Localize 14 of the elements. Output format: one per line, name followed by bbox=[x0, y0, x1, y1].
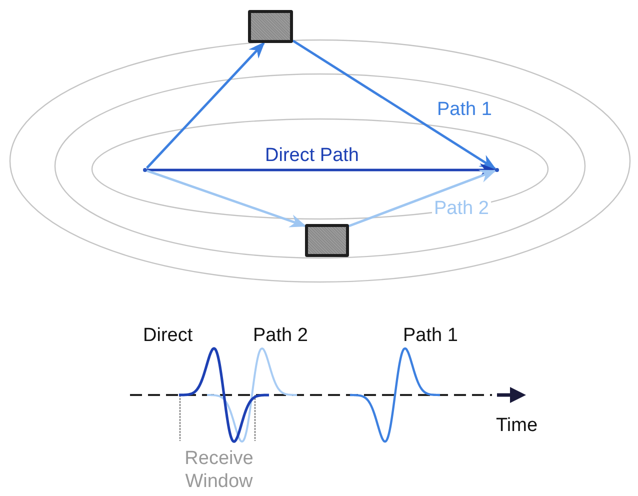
label: Receive Window bbox=[184, 448, 254, 494]
label: Path 2 bbox=[253, 326, 308, 345]
label: Path 1 bbox=[403, 326, 458, 345]
arrow bbox=[146, 42, 265, 169]
arrow bbox=[147, 163, 497, 177]
arrow bbox=[292, 40, 496, 170]
point-marker bbox=[143, 168, 147, 172]
label: Direct bbox=[143, 326, 193, 345]
label: Time bbox=[496, 416, 538, 435]
point-marker bbox=[495, 168, 499, 172]
reflector-box bbox=[305, 224, 349, 257]
reflector-box bbox=[248, 10, 293, 43]
arrow bbox=[146, 170, 307, 228]
arrow bbox=[348, 170, 497, 228]
